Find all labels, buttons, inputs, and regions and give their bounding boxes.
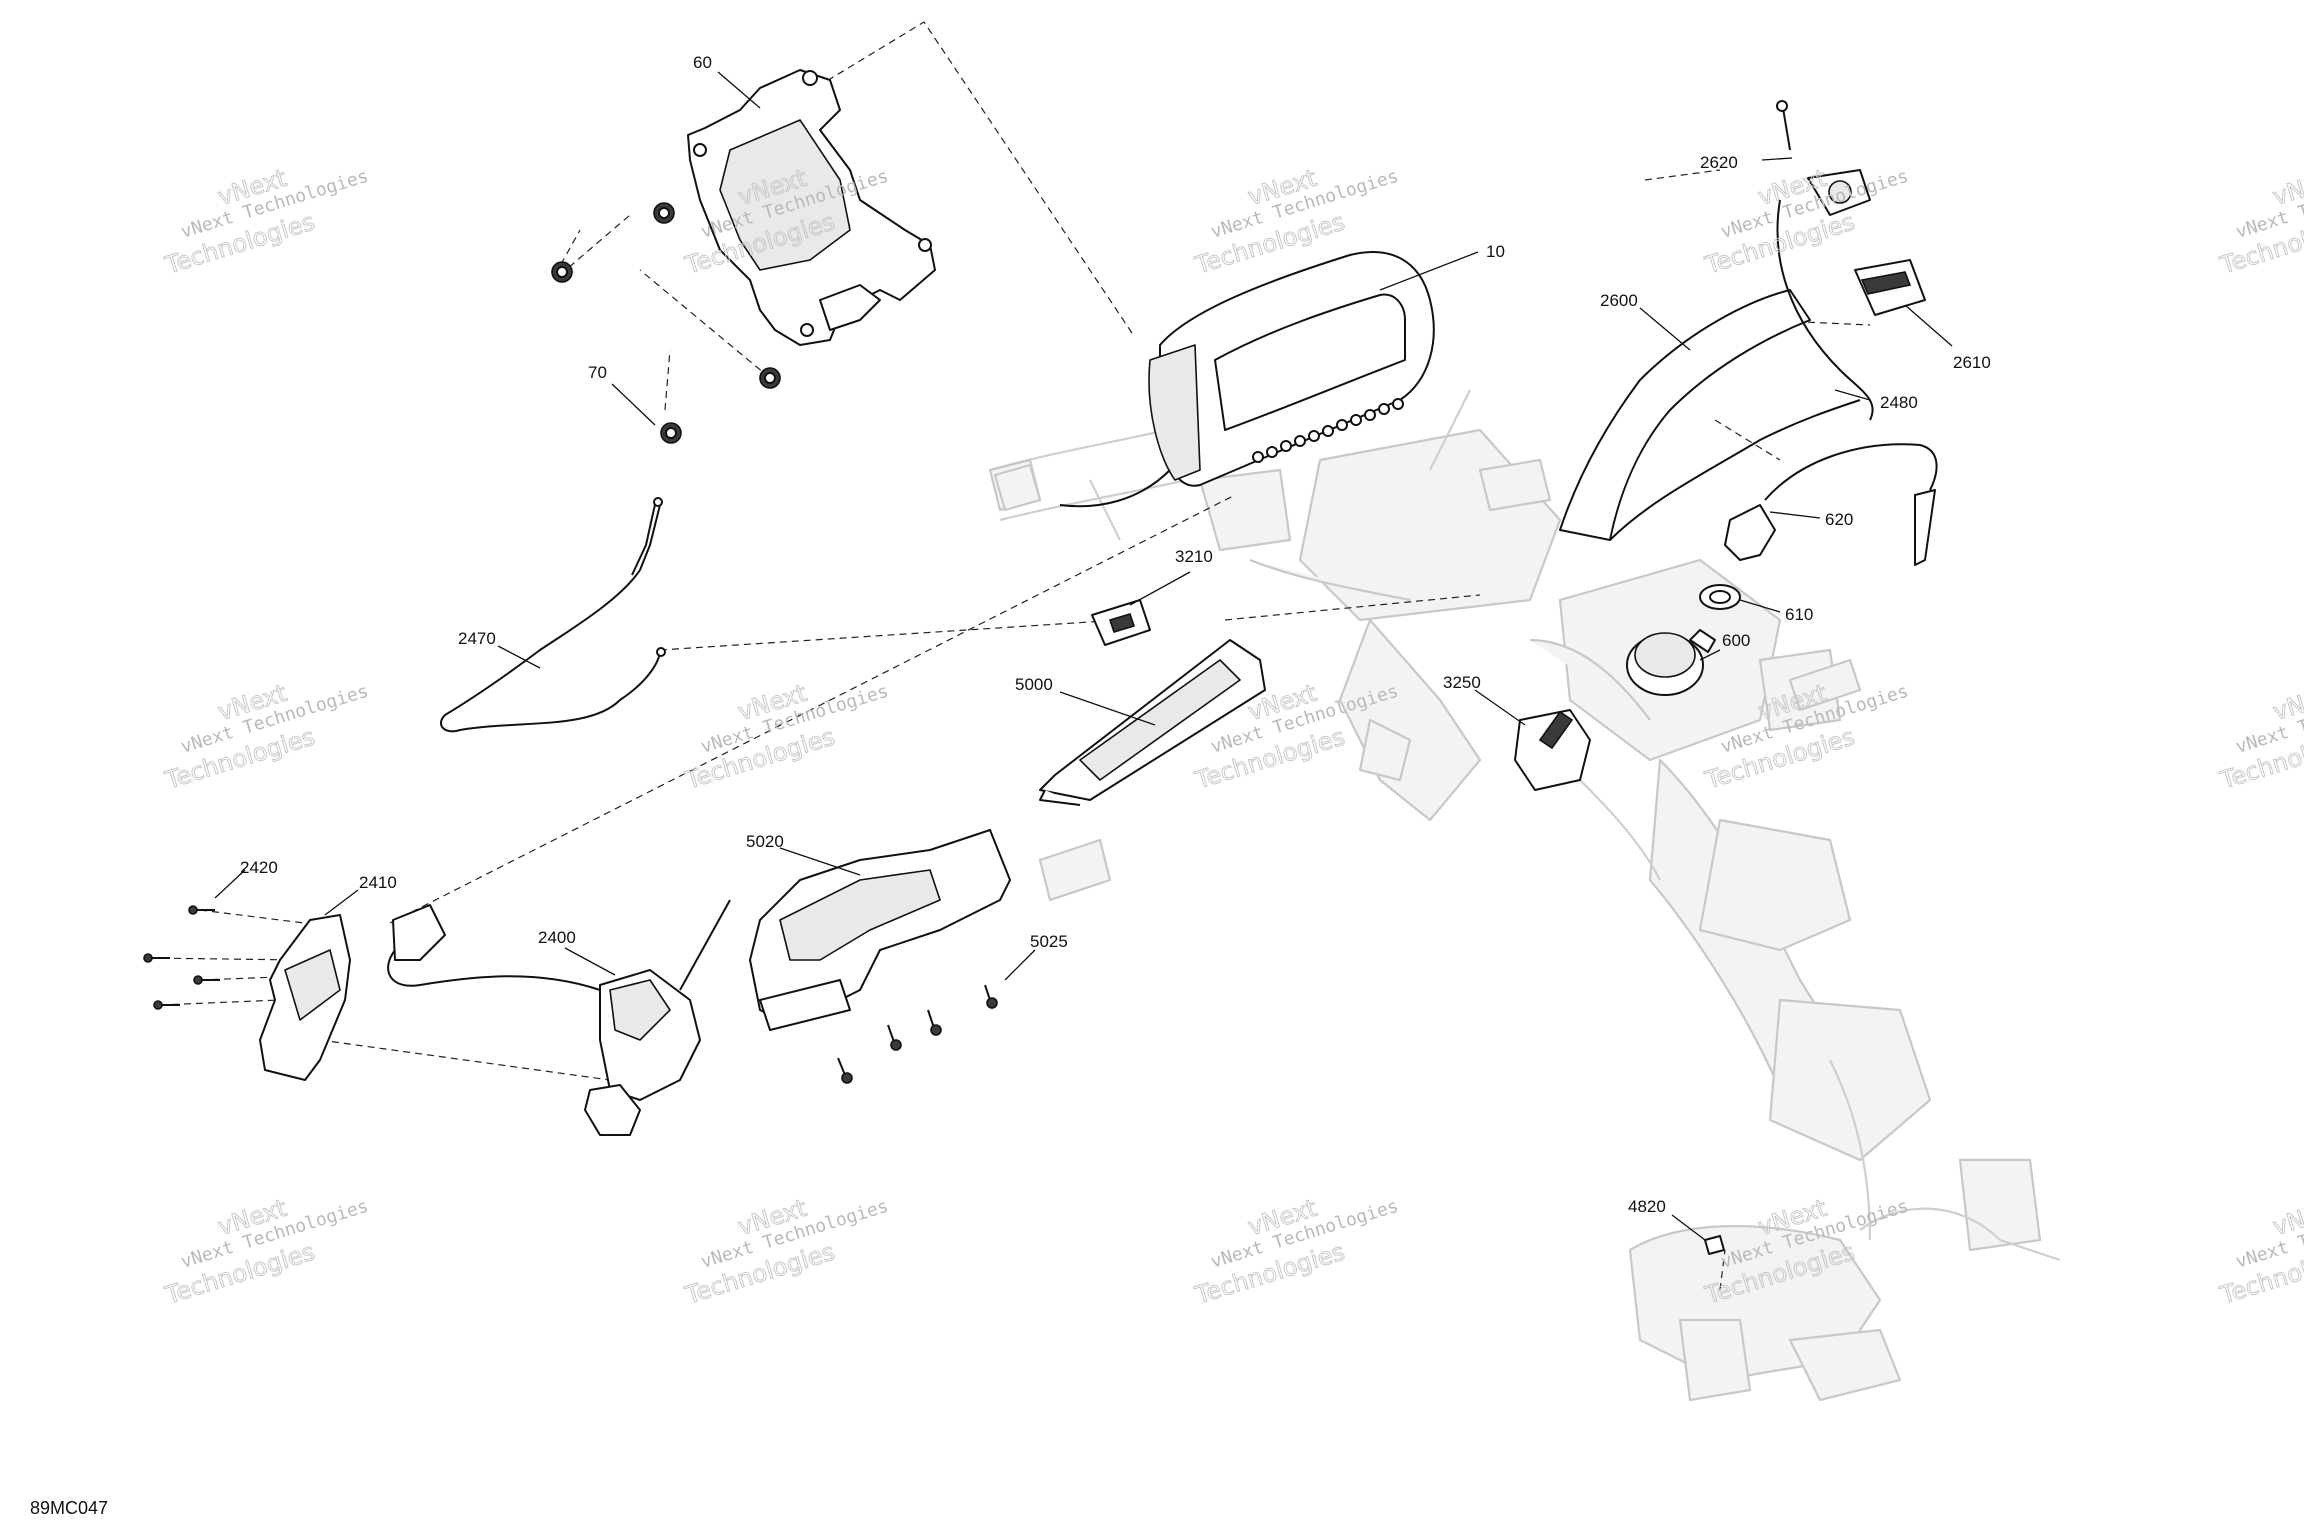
tether-620: [1724, 443, 1938, 566]
module-5000: [1039, 639, 1266, 806]
callout-5020: 5020: [746, 832, 784, 851]
screws-5025: [837, 984, 998, 1084]
instrument-cluster-10: [993, 251, 1435, 512]
callout-2610: 2610: [1953, 353, 1991, 372]
ignition-600: [1626, 629, 1716, 696]
nut-610: [1699, 584, 1741, 610]
strap-2600: [1559, 289, 1811, 541]
pin-2620: [1776, 100, 1791, 151]
callout-2480: 2480: [1880, 393, 1918, 412]
callout-leaders: [214, 71, 1953, 1241]
harness-2470: [440, 497, 666, 733]
clip-4820: [1704, 1235, 1725, 1255]
callout-620: 620: [1825, 510, 1853, 529]
callout-610: 610: [1785, 605, 1813, 624]
callout-70: 70: [588, 363, 607, 382]
callout-60: 60: [693, 53, 712, 72]
housing-2410: [259, 914, 351, 1081]
background-vehicle-structure: [988, 389, 2061, 1402]
screws-70: [551, 202, 781, 444]
callout-2400: 2400: [538, 928, 576, 947]
switch-2400: [387, 899, 731, 1136]
callout-2420: 2420: [240, 858, 278, 877]
callout-2600: 2600: [1600, 291, 1638, 310]
cluster-buttons: [1252, 398, 1404, 463]
callout-10: 10: [1486, 242, 1505, 261]
callout-600: 600: [1722, 631, 1750, 650]
switch-3250: [1514, 709, 1591, 791]
screws-2420: [143, 905, 220, 1010]
lanyard-bracket: [1807, 169, 1871, 216]
switch-2610: [1854, 259, 1926, 316]
callout-2620: 2620: [1700, 153, 1738, 172]
callout-2410: 2410: [359, 873, 397, 892]
callout-labels: 60 70 10 2620 2600 2610 2480 620 610 600…: [240, 53, 1991, 1216]
figure-code: 89MC047: [30, 1498, 108, 1518]
callout-5000: 5000: [1015, 675, 1053, 694]
callout-5025: 5025: [1030, 932, 1068, 951]
cover-5020: [749, 829, 1011, 1031]
callout-4820: 4820: [1628, 1197, 1666, 1216]
bracket-60: [687, 69, 936, 346]
connector-3210: [1091, 599, 1151, 646]
callout-3250: 3250: [1443, 673, 1481, 692]
callout-3210: 3210: [1175, 547, 1213, 566]
callout-2470: 2470: [458, 629, 496, 648]
